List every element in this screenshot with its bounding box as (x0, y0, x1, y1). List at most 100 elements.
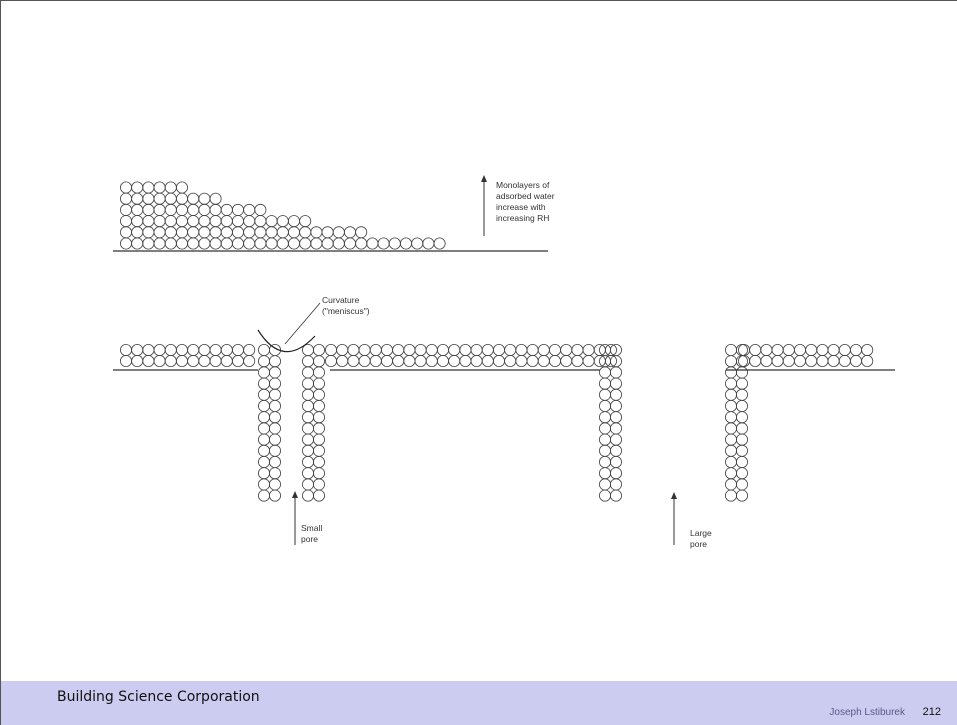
molecule-circle (258, 479, 269, 490)
molecule-circle (269, 456, 280, 467)
molecule-circle (302, 490, 313, 501)
molecule-circle (143, 204, 154, 215)
molecule-circle (311, 238, 322, 249)
molecule-circle (736, 389, 747, 400)
molecule-circle (266, 227, 277, 238)
molecule-circle (221, 344, 232, 355)
molecule-circle (572, 355, 583, 366)
molecule-circle (725, 423, 736, 434)
molecule-circle (505, 344, 516, 355)
molecule-circle (288, 227, 299, 238)
molecule-circle (359, 344, 370, 355)
molecule-circle (610, 423, 621, 434)
molecule-circle (176, 355, 187, 366)
molecule-circle (610, 468, 621, 479)
molecule-circle (356, 227, 367, 238)
molecule-circle (210, 193, 221, 204)
molecule-circle (221, 204, 232, 215)
molecule-circle (482, 344, 493, 355)
molecule-circle (255, 238, 266, 249)
molecule-circle (610, 456, 621, 467)
molecule-circle (412, 238, 423, 249)
molecule-circle (313, 400, 324, 411)
molecule-circle (154, 182, 165, 193)
molecule-circle (725, 356, 736, 367)
molecule-circle (176, 344, 187, 355)
molecule-circle (610, 434, 621, 445)
molecule-circle (783, 355, 794, 366)
molecule-circle (333, 227, 344, 238)
molecule-circle (302, 412, 313, 423)
molecule-circle (176, 182, 187, 193)
molecule-circle (772, 355, 783, 366)
molecule-circle (599, 479, 610, 490)
molecule-circle (426, 344, 437, 355)
molecule-circle (255, 204, 266, 215)
molecule-circle (120, 193, 131, 204)
molecule-circle (266, 238, 277, 249)
molecule-circle (725, 445, 736, 456)
molecule-circle (516, 355, 527, 366)
molecule-circle (210, 344, 221, 355)
molecule-circle (269, 423, 280, 434)
molecule-circle (325, 355, 336, 366)
molecule-circle (725, 456, 736, 467)
molecule-circle (154, 344, 165, 355)
molecule-circle (370, 355, 381, 366)
molecule-circle (232, 355, 243, 366)
molecule-circle (258, 367, 269, 378)
molecule-circle (302, 468, 313, 479)
molecule-circle (132, 344, 143, 355)
molecule-circle (333, 238, 344, 249)
molecule-circle (725, 479, 736, 490)
molecule-circle (460, 355, 471, 366)
molecule-circle (165, 216, 176, 227)
molecule-circle (482, 355, 493, 366)
molecule-circle (258, 468, 269, 479)
molecule-circle (736, 367, 747, 378)
molecule-circle (736, 456, 747, 467)
molecule-circle (313, 356, 324, 367)
molecule-circle (176, 216, 187, 227)
molecule-circle (255, 216, 266, 227)
molecule-circle (269, 468, 280, 479)
molecule-circle (199, 204, 210, 215)
small-pore-arrow (292, 491, 298, 545)
molecule-circle (325, 344, 336, 355)
molecule-circle (599, 456, 610, 467)
molecule-circle (313, 378, 324, 389)
molecule-circle (258, 344, 269, 355)
molecule-circle (269, 490, 280, 501)
molecule-circle (266, 216, 277, 227)
molecule-circle (761, 344, 772, 355)
molecule-circle (381, 355, 392, 366)
molecule-circle (839, 355, 850, 366)
molecule-circle (302, 400, 313, 411)
molecule-circle (471, 355, 482, 366)
molecule-circle (154, 216, 165, 227)
molecule-circle (761, 355, 772, 366)
molecule-circle (258, 378, 269, 389)
molecule-circle (244, 344, 255, 355)
molecule-circle (269, 412, 280, 423)
molecule-circle (850, 344, 861, 355)
molecule-circle (288, 216, 299, 227)
molecule-circle (255, 227, 266, 238)
molecule-circle (313, 367, 324, 378)
molecule-circle (313, 468, 324, 479)
curvature-leader-line (285, 303, 320, 344)
molecule-circle (188, 344, 199, 355)
molecule-circle (143, 216, 154, 227)
monolayer-label: Monolayers of adsorbed water increase wi… (496, 180, 557, 223)
molecule-circle (725, 468, 736, 479)
molecule-circle (143, 227, 154, 238)
molecule-circle (610, 490, 621, 501)
molecule-circle (794, 344, 805, 355)
molecule-circle (120, 344, 131, 355)
molecule-circle (132, 193, 143, 204)
slide-footer: Building Science Corporation Joseph Lsti… (1, 681, 957, 725)
molecule-circle (302, 356, 313, 367)
molecule-circle (199, 344, 210, 355)
molecule-circle (599, 378, 610, 389)
molecule-circle (188, 238, 199, 249)
